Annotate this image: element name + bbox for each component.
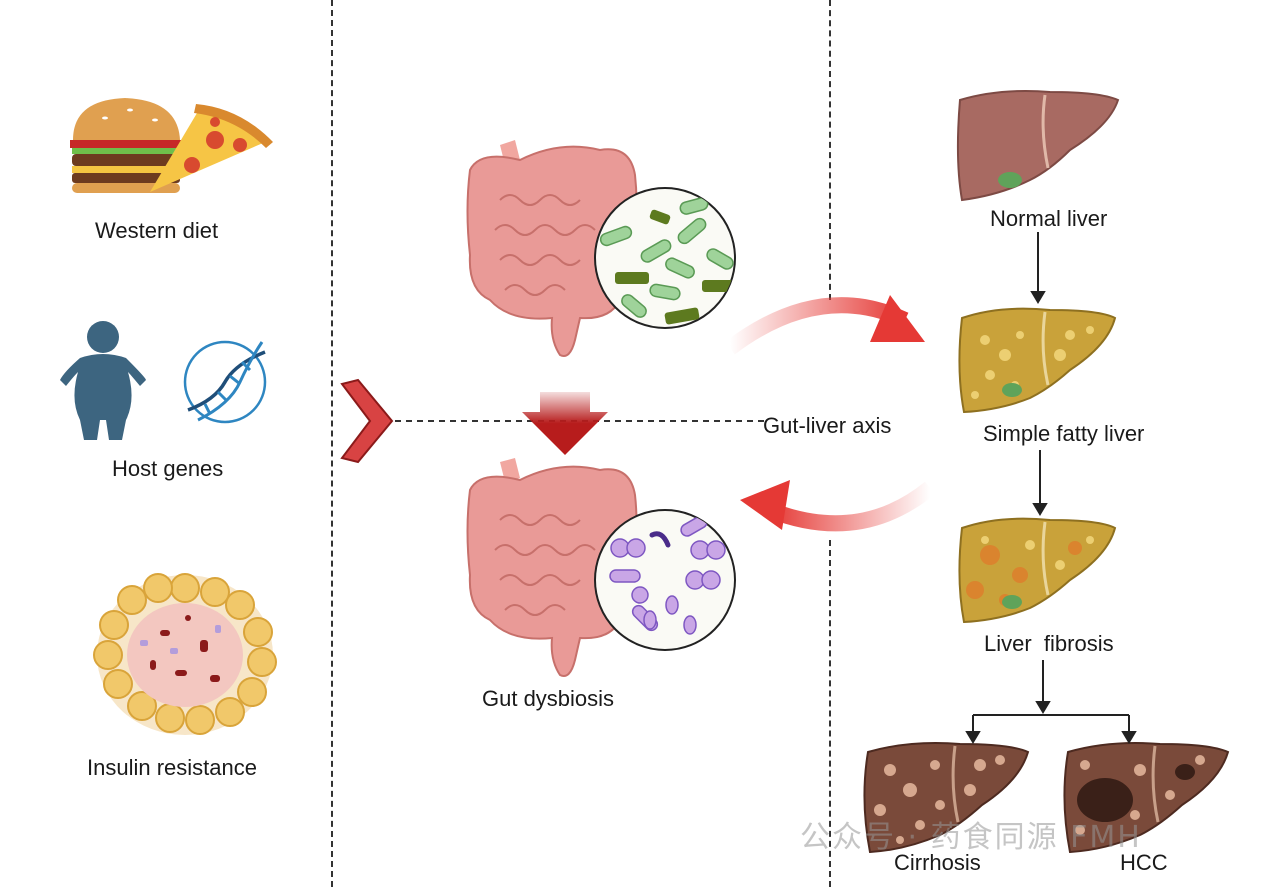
hcc-label: HCC <box>1120 850 1168 875</box>
western-diet-label: Western diet <box>95 218 219 243</box>
right-divider-top <box>829 0 831 300</box>
insulin-resistance-label: Insulin resistance <box>87 755 257 780</box>
fibrosis-liver-icon <box>958 517 1117 624</box>
intestine-dysbiosis-icon <box>466 458 638 677</box>
pizza-icon <box>150 104 273 192</box>
watermark: 公众号 · 药食同源 FMH <box>800 820 1142 855</box>
dna-icon <box>183 340 267 424</box>
cirrhosis-label: Cirrhosis <box>894 850 981 875</box>
chevron-icon <box>340 378 394 464</box>
liver-fibrosis-label: Liver fibrosis <box>984 631 1114 656</box>
gut-liver-axis-label: Gut-liver axis <box>763 413 892 438</box>
intestine-healthy-icon <box>466 140 638 357</box>
simple-fatty-liver-label: Simple fatty liver <box>983 421 1145 446</box>
normal-liver-label: Normal liver <box>990 206 1108 231</box>
gut-dysbiosis-label: Gut dysbiosis <box>482 686 615 711</box>
cirrhosis-liver-icon <box>863 742 1030 854</box>
progression-arrows <box>965 232 1137 744</box>
arrow-liver-to-gut <box>767 481 936 532</box>
healthy-microbiota-icon <box>594 187 736 329</box>
left-divider <box>331 0 333 887</box>
arrow-liver-to-gut-head <box>740 480 790 530</box>
fatty-liver-icon <box>958 307 1117 414</box>
arrow-gut-to-liver-head <box>870 295 925 342</box>
hcc-liver-icon <box>1063 742 1230 854</box>
adipose-tissue-icon <box>93 573 277 735</box>
obese-person-icon <box>60 321 146 440</box>
right-divider-bottom <box>829 540 831 887</box>
normal-liver-icon <box>956 90 1120 202</box>
dysbiosis-microbiota-icon <box>594 509 736 651</box>
down-arrow-icon <box>522 392 608 455</box>
host-genes-label: Host genes <box>112 456 224 481</box>
